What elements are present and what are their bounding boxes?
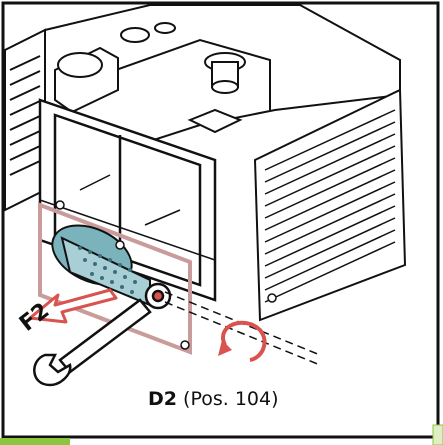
part-caption: D2 (Pos. 104) (148, 388, 279, 410)
part-position: (Pos. 104) (183, 388, 279, 410)
filter-cylinder (51, 224, 151, 307)
green-bar-left (0, 438, 70, 445)
cap-left (54, 46, 119, 114)
rotation-arrow (218, 320, 267, 362)
right-fin-block (253, 88, 407, 322)
gasket-outline (38, 202, 192, 355)
mount-holes (55, 200, 277, 350)
green-corner (432, 424, 443, 445)
f2-arrow (28, 288, 118, 324)
top-fitting (120, 22, 246, 134)
part-code: D2 (148, 388, 177, 410)
wrench (33, 282, 172, 387)
